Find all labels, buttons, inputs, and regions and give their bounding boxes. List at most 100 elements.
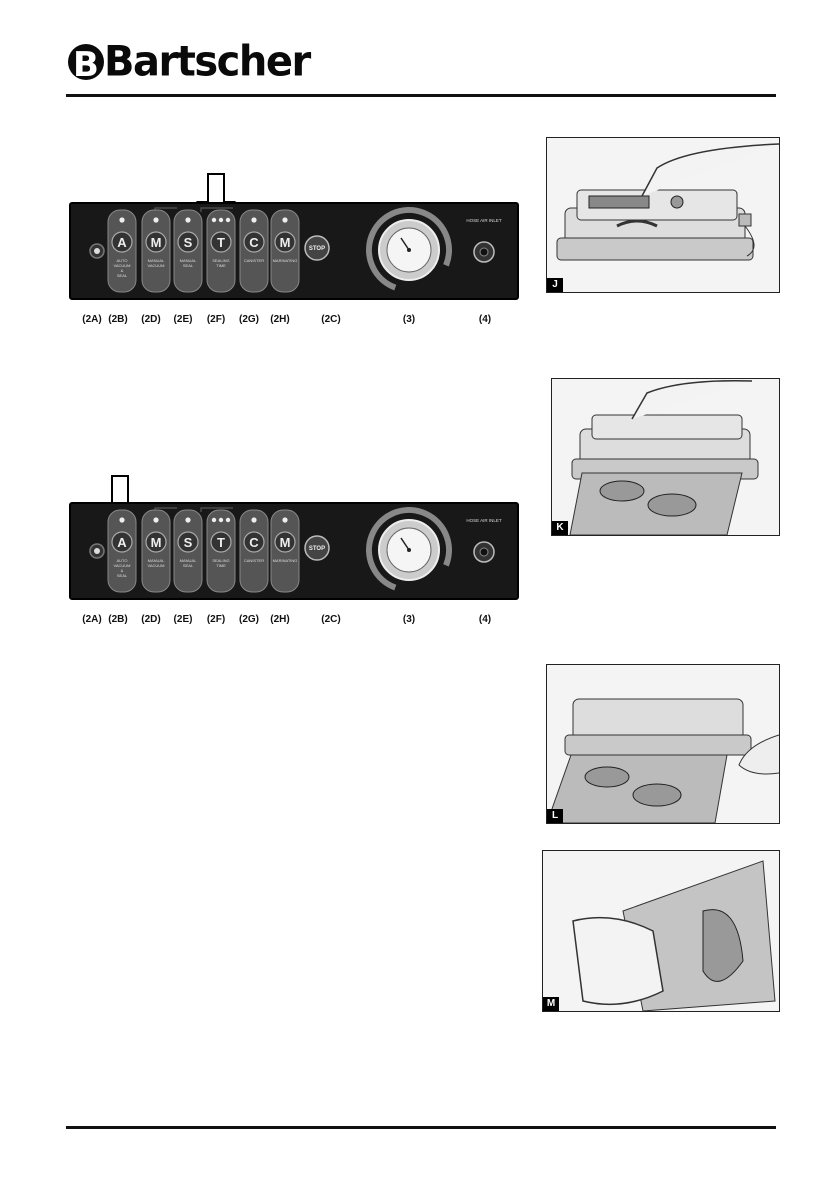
button-caption: VACUUM (147, 563, 164, 568)
button-caption: SEAL (117, 273, 128, 278)
callout-label: (2C) (321, 614, 341, 625)
callout-labels: (2A)(2B)(2D)(2E)(2F)(2G)(2H)(2C)(3)(4) (66, 314, 522, 330)
indicator-light-icon (282, 217, 288, 223)
button-letter: T (217, 535, 225, 550)
function-button[interactable]: M MARINATING (270, 209, 300, 293)
indicator-light-icon (218, 217, 224, 223)
hose-air-inlet[interactable]: HOSE AIR INLET (466, 518, 502, 563)
stop-label: STOP (309, 246, 325, 252)
figure-k: K (551, 378, 780, 536)
footer-rule (66, 1126, 776, 1129)
svg-text:B: B (73, 45, 99, 84)
button-letter: A (117, 535, 127, 550)
callout-label: (2B) (108, 614, 128, 625)
button-letter: A (117, 235, 127, 250)
button-letter: M (280, 535, 291, 550)
button-caption: SEALING (212, 258, 229, 263)
callout-label: (3) (402, 614, 416, 625)
function-button[interactable]: C CANISTER (239, 509, 269, 593)
stop-button[interactable]: STOP (304, 535, 330, 561)
indicator-light-icon (153, 217, 159, 223)
stop-button[interactable]: STOP (304, 235, 330, 261)
button-caption: MANUAL (180, 258, 197, 263)
button-letter: C (249, 535, 259, 550)
indicator-light-icon (225, 217, 231, 223)
indicator-light-icon (218, 517, 224, 523)
callout-label: (2D) (141, 614, 161, 625)
vacuum-gauge (366, 507, 452, 593)
figure-m: M (542, 850, 780, 1012)
control-panel-drawing: AAUTOVACUUM&SEALMMANUALVACUUMSMANUALSEAL… (89, 507, 502, 593)
figure-label: K (552, 521, 568, 535)
hose-air-inlet[interactable]: HOSE AIR INLET (466, 218, 502, 263)
callout-label: (2F) (206, 314, 226, 325)
vacuum-gauge (366, 207, 452, 293)
callout-label: (2A) (82, 614, 102, 625)
button-caption: SEAL (117, 573, 128, 578)
callout-label: (2E) (173, 314, 193, 325)
vacuum-sealer-bag-illustration (569, 380, 759, 535)
vacuum-sealer-hand-illustration (556, 143, 779, 261)
callout-label: (2G) (239, 314, 259, 325)
figure-l: L (546, 664, 780, 824)
button-caption: VACUUM (113, 563, 130, 568)
callout-label: (2H) (270, 614, 290, 625)
indicator-light-icon (185, 217, 191, 223)
brand-logo: B Bartscher (66, 34, 311, 90)
button-caption: AUTO (116, 258, 127, 263)
callout-label: (2F) (206, 614, 226, 625)
power-indicator (89, 543, 105, 559)
button-letter: C (249, 235, 259, 250)
button-caption: SEAL (183, 263, 194, 268)
button-caption: & (121, 268, 124, 273)
indicator-light-icon (119, 517, 125, 523)
figure-label: J (547, 278, 563, 292)
button-caption: SEAL (183, 563, 194, 568)
button-caption: TIME (216, 563, 226, 568)
vacuum-sealer-lid-illustration (547, 698, 779, 823)
figure-label: L (547, 809, 563, 823)
button-caption: CANISTER (244, 558, 264, 563)
indicator-light-icon (251, 517, 257, 523)
button-letter: M (151, 235, 162, 250)
stop-label: STOP (309, 546, 325, 552)
figure-label: M (543, 997, 559, 1011)
button-caption: SEALING (212, 558, 229, 563)
brand-logo-mark: B (68, 44, 104, 84)
control-panel-drawing: AAUTOVACUUM&SEALMMANUALVACUUMSMANUALSEAL… (89, 207, 502, 293)
button-caption: MARINATING (273, 258, 298, 263)
indicator-light-icon (185, 517, 191, 523)
indicator-light-icon (225, 517, 231, 523)
button-letter: T (217, 235, 225, 250)
indicator-light-icon (153, 517, 159, 523)
callout-label: (2D) (141, 314, 161, 325)
hose-label: HOSE AIR INLET (466, 218, 502, 223)
button-caption: TIME (216, 263, 226, 268)
callout-label: (2A) (82, 314, 102, 325)
callout-label: (2C) (321, 314, 341, 325)
callout-label: (4) (478, 614, 492, 625)
indicator-light-icon (251, 217, 257, 223)
button-letter: M (280, 235, 291, 250)
button-caption: AUTO (116, 558, 127, 563)
callout-label: (2E) (173, 614, 193, 625)
power-indicator (89, 243, 105, 259)
callout-labels: (2A) (2B) (2D) (2E) (2F) (2G) (2H) (2C) (3) (4) (66, 614, 522, 630)
button-caption: VACUUM (113, 263, 130, 268)
hose-label: HOSE AIR INLET (466, 518, 502, 523)
callout-label: (2G) (239, 614, 259, 625)
